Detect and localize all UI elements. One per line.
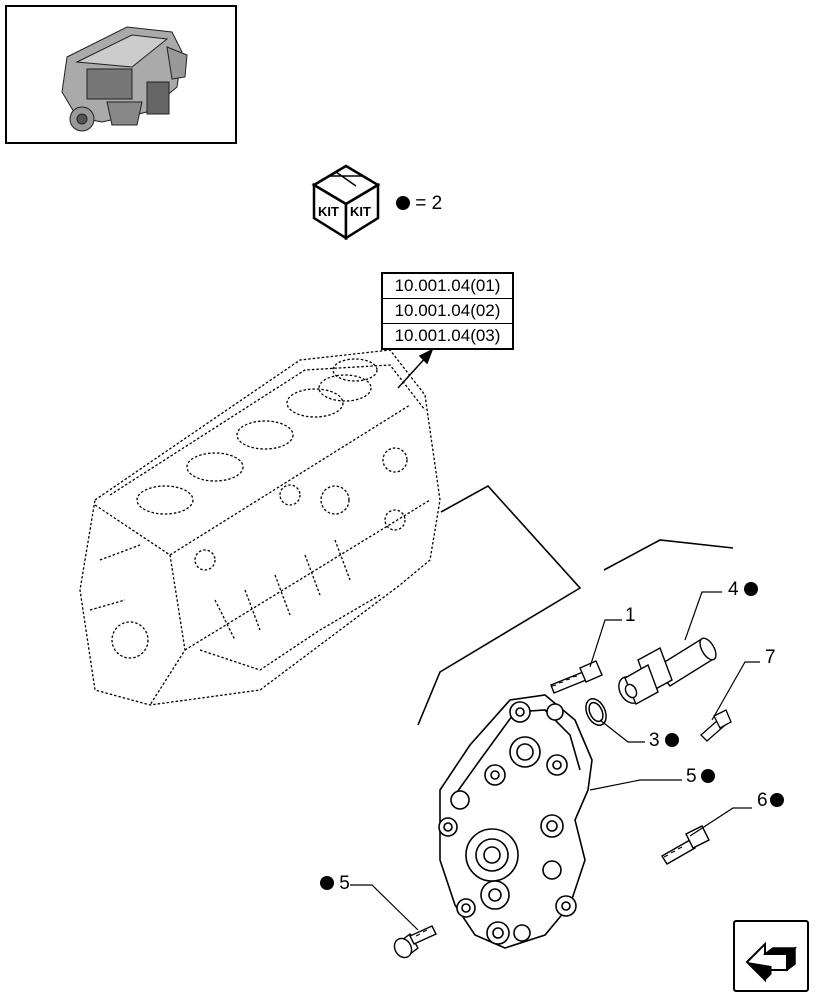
- callout-5-bolt: 5: [320, 874, 350, 893]
- section-lines: [417, 484, 734, 726]
- callout-3: 3: [649, 731, 679, 750]
- kit-label-right: KIT: [350, 204, 371, 219]
- leader-lines: [350, 591, 760, 931]
- callout-7-number: 7: [765, 647, 776, 668]
- part-5-bolt-lower: [393, 925, 437, 959]
- kit-box-icon: KIT KIT: [311, 164, 381, 241]
- part-1-bolt: [550, 660, 603, 694]
- callout-6: 6: [757, 791, 784, 810]
- kit-bullet-icon: [320, 876, 334, 890]
- kit-bullet-icon: [769, 793, 784, 807]
- reference-link-3[interactable]: 10.001.04(03): [394, 326, 501, 345]
- part-6-bolt: [661, 825, 710, 865]
- callout-6-number: 6: [757, 790, 768, 811]
- previous-page-arrow-icon: [745, 941, 798, 983]
- part-7-screw: [700, 709, 732, 742]
- part-3-seal-ring: [585, 698, 607, 726]
- engine-thumbnail: [5, 5, 237, 144]
- callout-4: 4: [728, 580, 758, 599]
- callout-5b-number: 5: [339, 873, 350, 894]
- callout-1: 1: [625, 606, 636, 625]
- reference-link-2[interactable]: 10.001.04(02): [383, 299, 512, 324]
- kit-label-left: KIT: [318, 204, 339, 219]
- part-5-cover-housing: [438, 694, 593, 949]
- reference-link-1[interactable]: 10.001.04(01): [383, 274, 512, 299]
- kit-bullet-icon: [743, 582, 758, 596]
- kit-bullet-icon: [664, 733, 679, 747]
- callout-7: 7: [765, 648, 776, 667]
- kit-bullet-icon: [700, 769, 715, 783]
- reference-arrow: [397, 348, 434, 389]
- engine-block-outline: [79, 349, 441, 706]
- part-4-thermostat: [618, 637, 717, 705]
- kit-quantity-value: = 2: [415, 193, 443, 214]
- engine-thumbnail-drawing: [61, 26, 188, 132]
- callout-1-number: 1: [625, 605, 636, 626]
- previous-page-button[interactable]: [733, 920, 809, 992]
- callout-4-number: 4: [728, 579, 739, 600]
- callout-5-cover: 5: [686, 767, 715, 786]
- callout-3-number: 3: [649, 730, 660, 751]
- kit-bullet-icon: [396, 196, 410, 210]
- reference-box: 10.001.04(01) 10.001.04(02) 10.001.04(03…: [381, 272, 514, 350]
- callout-5-number: 5: [686, 766, 697, 787]
- kit-quantity-note: = 2: [396, 193, 442, 215]
